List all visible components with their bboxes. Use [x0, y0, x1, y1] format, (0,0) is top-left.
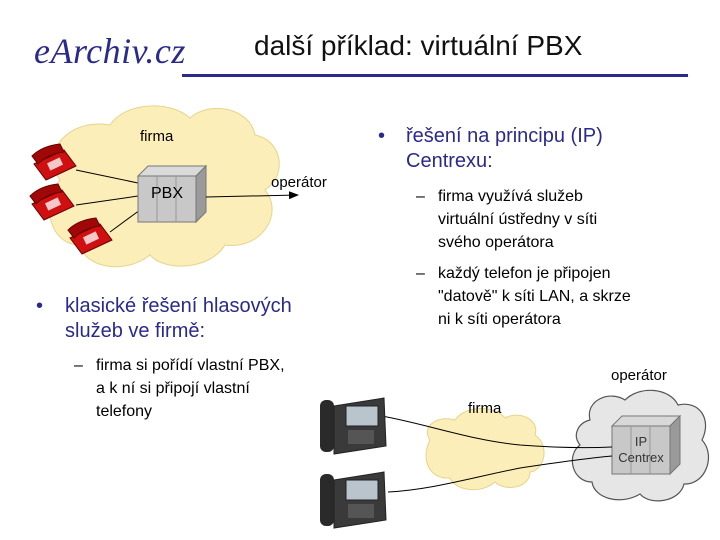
pbx-box [136, 164, 208, 224]
right-sub-item-1: – firma využívá služeb virtuální ústředn… [416, 185, 706, 254]
left-bullet-line: služeb ve firmě: [65, 320, 206, 342]
right-bullet-line: Centrexu: [406, 150, 493, 172]
centrex-label-line: IP [634, 434, 648, 449]
operator-label-top: operátor [271, 174, 327, 191]
left-bullet-line: klasické řešení hlasových [65, 295, 292, 317]
bullet-glyph: • [36, 295, 44, 317]
ip-phone-link [387, 455, 613, 493]
ip-phone-icon [320, 397, 387, 455]
left-sub-line: firma si pořídí vlastní PBX, [96, 357, 285, 374]
title-underline [182, 74, 688, 77]
right-sub-line: ni k síti operátora [438, 311, 561, 328]
right-sub-line: svého operátora [438, 234, 554, 251]
red-phone-icon [67, 217, 113, 255]
right-sub-line: "datově" k síti LAN, a skrze [438, 288, 631, 305]
logo: eArchiv.cz [34, 31, 186, 71]
left-sub-item: – firma si pořídí vlastní PBX, a k ní si… [74, 354, 344, 423]
ip-phone-link [381, 415, 613, 449]
dash-glyph: – [416, 265, 425, 282]
centrex-label-line: Centrex [618, 450, 664, 465]
slide-title: další příklad: virtuální PBX [254, 30, 583, 61]
left-sub-line: a k ní si připojí vlastní [96, 380, 250, 397]
operator-arrow [205, 191, 299, 200]
left-sub-line: telefony [96, 403, 153, 420]
right-sub-item-2: – každý telefon je připojen "datově" k s… [416, 262, 706, 331]
left-bullet: • klasické řešení hlasových služeb ve fi… [36, 294, 346, 344]
right-sub-line: virtuální ústředny v síti [438, 211, 598, 228]
firma-label-bottom: firma [468, 400, 502, 417]
pbx-label: PBX [151, 185, 184, 202]
centrex-box [610, 414, 682, 476]
firma-label-top: firma [140, 128, 174, 145]
right-bullet-line: řešení na principu (IP) [406, 125, 603, 147]
operator-label-bottom: operátor [611, 367, 667, 384]
right-bullet: • řešení na principu (IP) Centrexu: [378, 124, 698, 174]
right-sub-line: každý telefon je připojen [438, 265, 611, 282]
firma-cloud-bottom [425, 408, 545, 491]
red-phone-icon [31, 143, 77, 181]
dash-glyph: – [416, 188, 425, 205]
centrex-label: IP Centrex [612, 434, 670, 466]
ip-phone-icon [320, 471, 387, 529]
bullet-glyph: • [378, 125, 386, 147]
phone-link [109, 209, 141, 233]
red-phone-icon [29, 183, 75, 221]
right-sub-line: firma využívá služeb [438, 188, 583, 205]
phone-link [75, 195, 139, 206]
dash-glyph: – [74, 357, 83, 374]
phone-link [75, 169, 139, 184]
